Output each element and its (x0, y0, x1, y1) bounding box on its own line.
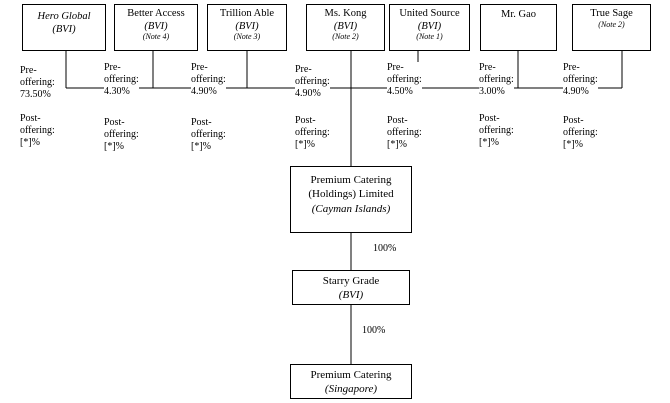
entity-jurisdiction: (BVI) (338, 288, 364, 301)
shareholder-box-united-source: United Source (BVI) (Note 1) (389, 4, 470, 51)
post-offering-united-source: Post- offering: [*]% (387, 115, 422, 151)
shareholder-jurisdiction: (BVI) (235, 20, 259, 32)
ownership-label-holdings-starry: 100% (373, 243, 397, 254)
shareholder-name: United Source (399, 8, 460, 19)
shareholder-note: (Note 4) (142, 32, 170, 42)
post-offering-true-sage: Post- offering: [*]% (563, 115, 598, 151)
entity-box-premium-catering-holdings: Premium Catering (Holdings) Limited (Cay… (290, 166, 412, 233)
entity-jurisdiction: (Singapore) (324, 382, 378, 395)
entity-name-line2: (Holdings) Limited (308, 188, 394, 201)
shareholder-note: (Note 3) (233, 32, 261, 42)
shareholder-name: True Sage (590, 8, 633, 19)
entity-jurisdiction: (Cayman Islands) (311, 202, 391, 215)
shareholder-name: Ms. Kong (324, 8, 367, 19)
shareholder-jurisdiction: (BVI) (144, 20, 168, 32)
shareholder-jurisdiction: (BVI) (52, 23, 76, 35)
pre-offering-trillion-able: Pre- offering: 4.90% (191, 62, 226, 98)
pre-offering-ms-kong: Pre- offering: 4.90% (295, 64, 330, 100)
ownership-label-starry-singapore: 100% (362, 325, 386, 336)
shareholder-box-hero-global: Hero Global (BVI) (22, 4, 106, 51)
entity-box-starry-grade: Starry Grade (BVI) (292, 270, 410, 305)
shareholder-box-true-sage: True Sage (Note 2) (572, 4, 651, 51)
pre-offering-mr-gao: Pre- offering: 3.00% (479, 62, 514, 98)
shareholder-jurisdiction: (BVI) (333, 20, 358, 32)
pre-offering-hero-global: Pre- offering: 73.50% (20, 65, 55, 101)
shareholder-note: (Note 2) (598, 19, 625, 29)
shareholder-name: Hero Global (37, 11, 91, 22)
shareholder-box-trillion-able: Trillion Able (BVI) (Note 3) (207, 4, 287, 51)
shareholder-name: Better Access (127, 8, 185, 19)
shareholder-box-better-access: Better Access (BVI) (Note 4) (114, 4, 198, 51)
shareholder-name: Mr. Gao (501, 9, 536, 20)
shareholder-box-mr-gao: Mr. Gao (480, 4, 557, 51)
post-offering-ms-kong: Post- offering: [*]% (295, 115, 330, 151)
pre-offering-true-sage: Pre- offering: 4.90% (563, 62, 598, 98)
post-offering-better-access: Post- offering: [*]% (104, 117, 139, 153)
shareholder-name: Trillion Able (219, 8, 275, 19)
shareholder-box-ms-kong: Ms. Kong (BVI) (Note 2) (306, 4, 385, 51)
shareholder-jurisdiction: (BVI) (417, 20, 442, 32)
post-offering-trillion-able: Post- offering: [*]% (191, 117, 226, 153)
entity-name: Starry Grade (322, 275, 380, 287)
pre-offering-united-source: Pre- offering: 4.50% (387, 62, 422, 98)
post-offering-hero-global: Post- offering: [*]% (20, 113, 55, 149)
entity-name: Premium Catering (310, 369, 392, 381)
entity-name-line1: Premium Catering (310, 174, 392, 186)
pre-offering-better-access: Pre- offering: 4.30% (104, 62, 139, 98)
shareholder-note: (Note 1) (416, 32, 443, 42)
entity-box-premium-catering-singapore: Premium Catering (Singapore) (290, 364, 412, 399)
post-offering-mr-gao: Post- offering: [*]% (479, 113, 514, 149)
shareholder-note: (Note 2) (332, 32, 359, 42)
